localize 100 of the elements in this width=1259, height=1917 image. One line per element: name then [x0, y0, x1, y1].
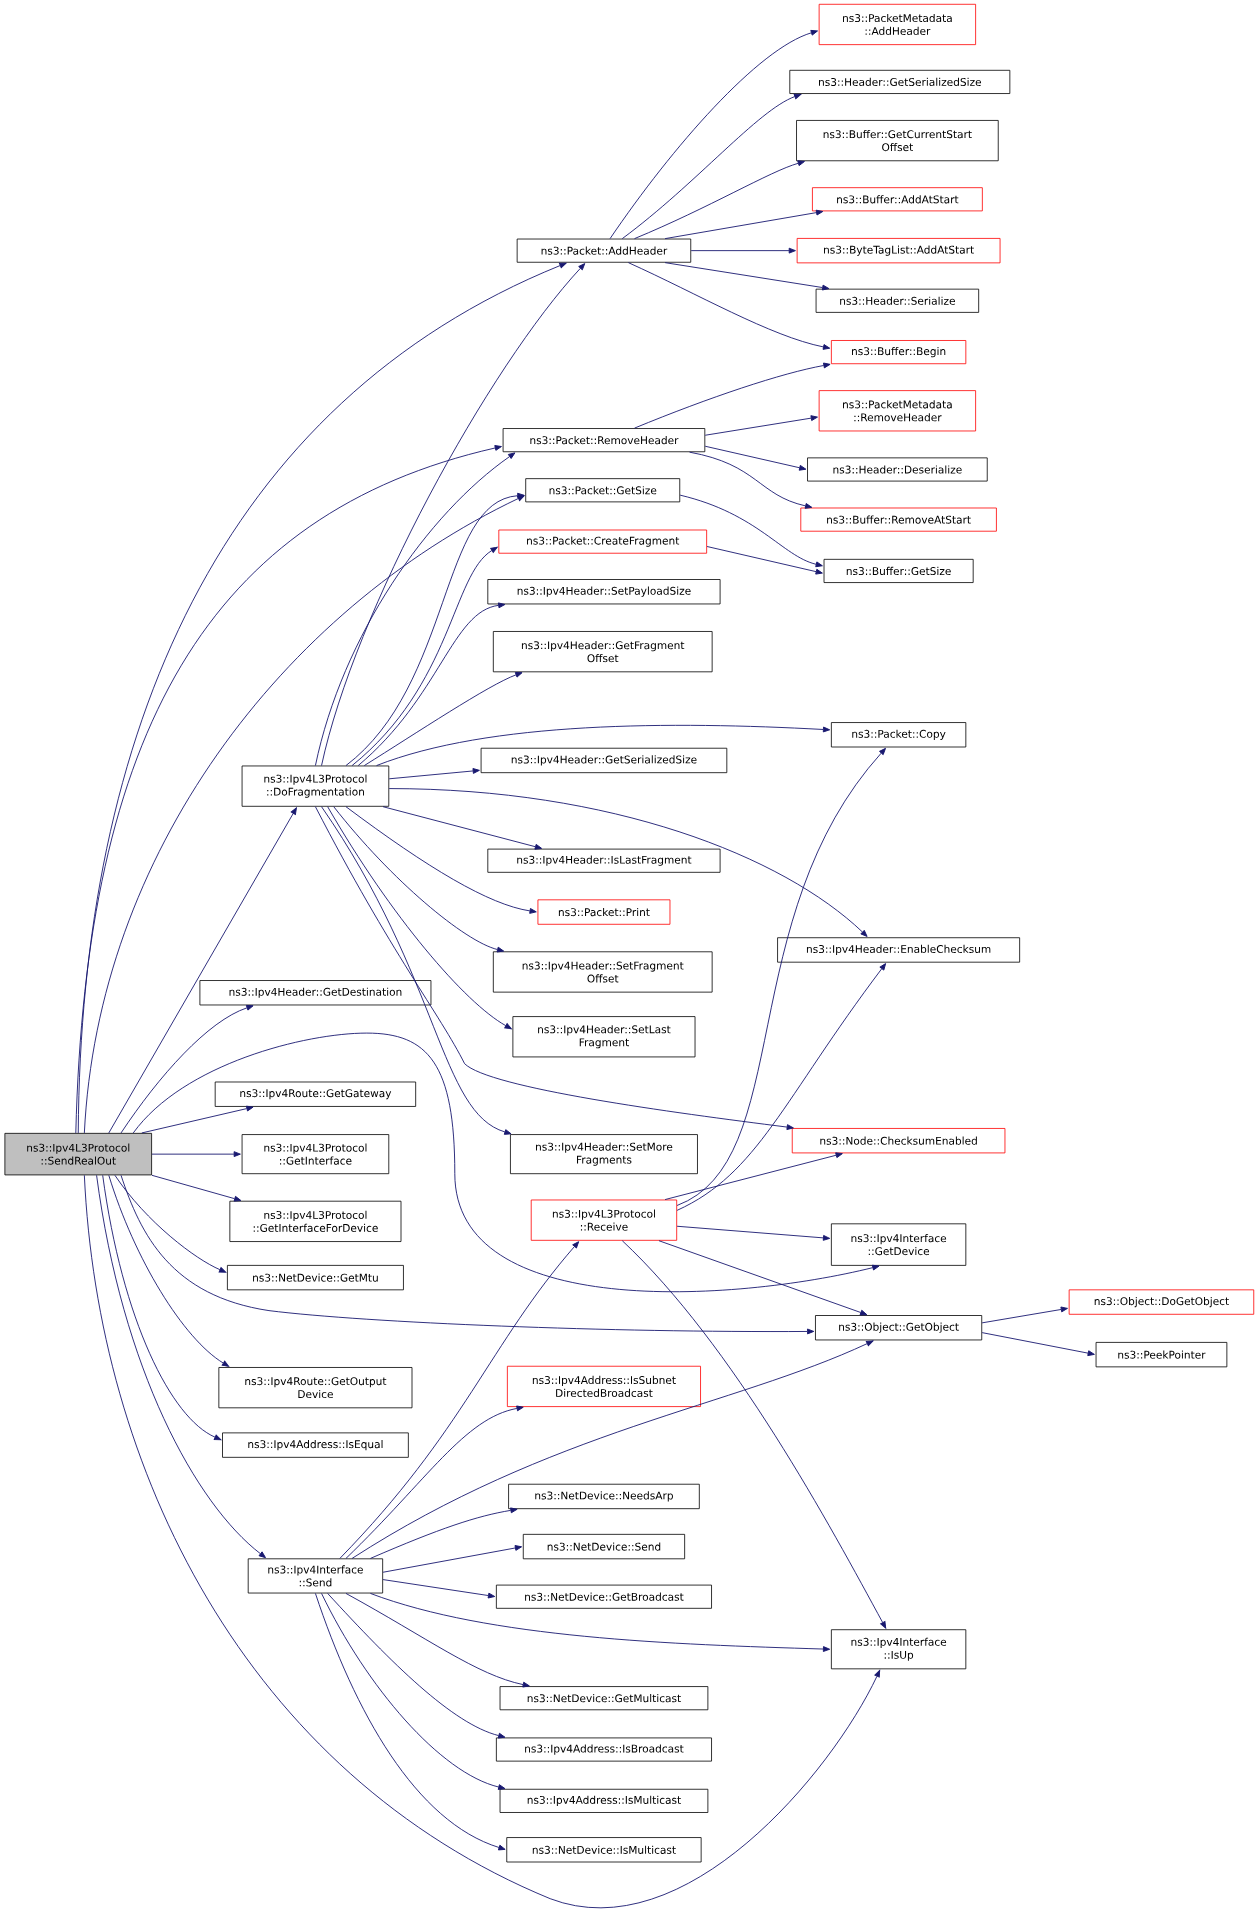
arrow — [351, 546, 498, 766]
function-box: ns3::Ipv4Header::SetLast Fragment — [512, 1016, 696, 1058]
arrow — [679, 494, 823, 568]
arrow — [132, 1032, 880, 1292]
arrow — [388, 768, 480, 780]
arrow — [609, 29, 818, 240]
arrow — [676, 1225, 830, 1241]
arrow — [314, 1593, 506, 1851]
function-box: ns3::Ipv4Header::GetSerializedSize — [480, 747, 728, 774]
arrow — [981, 1306, 1068, 1324]
function-box: ns3::Ipv4Header::SetMore Fragments — [509, 1134, 698, 1175]
arrow — [382, 1545, 522, 1573]
arrow — [96, 1174, 266, 1559]
arrow — [83, 1174, 881, 1908]
arrow — [363, 672, 523, 766]
arrow — [981, 1332, 1095, 1357]
arrow — [120, 1004, 254, 1134]
function-box: ns3::Ipv4Route::GetGateway — [214, 1081, 416, 1107]
function-box: ns3::Object::GetObject — [814, 1315, 982, 1341]
function-box: ns3::Packet::Copy — [830, 722, 967, 748]
arrow — [664, 1152, 843, 1200]
arrow — [320, 806, 512, 1135]
arrow — [345, 1593, 530, 1688]
function-box: ns3::Header::GetSerializedSize — [789, 69, 1011, 94]
function-box: ns3::Header::Serialize — [815, 288, 979, 313]
arrow — [382, 1579, 496, 1599]
arrow — [688, 451, 813, 509]
function-box: ns3::NetDevice::GetBroadcast — [495, 1584, 712, 1609]
arrow — [108, 1174, 230, 1367]
arrow — [369, 1593, 830, 1652]
arrow — [339, 1241, 579, 1559]
function-box: ns3::Ipv4Header::SetPayloadSize — [487, 579, 721, 605]
function-box: ns3::Object::DoGetObject — [1068, 1289, 1255, 1315]
arrow — [320, 263, 586, 766]
arrow — [376, 724, 830, 766]
function-box: ns3::Packet::Print — [537, 899, 671, 925]
function-box: ns3::Ipv4L3Protocol ::DoFragmentation — [241, 765, 390, 807]
function-box: ns3::Ipv4L3Protocol ::GetInterface — [241, 1134, 390, 1175]
function-box: ns3::Node::ChecksumEnabled — [791, 1128, 1006, 1154]
function-box: ns3::NetDevice::IsMulticast — [506, 1837, 702, 1863]
arrow — [114, 1174, 227, 1273]
arrow — [621, 93, 802, 240]
arrow — [704, 415, 818, 436]
arrow — [102, 1174, 222, 1441]
function-box: ns3::Buffer::Begin — [830, 340, 967, 365]
function-box: ns3::Buffer::RemoveAtStart — [800, 507, 997, 532]
arrow — [658, 1240, 868, 1316]
function-box: ns3::NetDevice::Send — [522, 1533, 685, 1560]
arrow — [664, 209, 824, 240]
function-box: ns3::NetDevice::GetMtu — [226, 1265, 404, 1291]
function-box: ns3::Ipv4Header::IsLastFragment — [487, 848, 721, 873]
arrow — [151, 1151, 241, 1158]
arrow — [357, 602, 506, 766]
function-box: ns3::NetDevice::GetMulticast — [499, 1686, 709, 1711]
function-box: ns3::PacketMetadata ::AddHeader — [818, 3, 976, 46]
arrow — [706, 546, 823, 575]
arrow — [369, 1507, 518, 1559]
arrow — [690, 247, 796, 254]
function-box: ns3::Ipv4L3Protocol ::Receive — [530, 1199, 677, 1241]
function-box: ns3::Ipv4Header::GetDestination — [199, 980, 432, 1006]
arrow — [676, 747, 886, 1206]
function-box: ns3::Ipv4Address::IsEqual — [222, 1432, 409, 1458]
arrow — [333, 806, 504, 953]
function-box: ns3::Ipv4Address::IsMulticast — [499, 1788, 709, 1813]
arrow — [621, 1240, 887, 1629]
function-box: ns3::Ipv4Interface ::Send — [247, 1558, 383, 1594]
function-box: ns3::Ipv4L3Protocol ::GetInterfaceForDevice — [229, 1200, 402, 1242]
arrow — [664, 262, 830, 291]
arrow — [320, 1593, 506, 1790]
function-box: ns3::Ipv4Interface ::IsUp — [830, 1629, 967, 1670]
arrow — [633, 160, 805, 240]
function-box: ns3::Ipv4Header::EnableChecksum — [777, 937, 1020, 963]
function-box: ns3::Packet::GetSize — [525, 478, 681, 503]
arrow — [314, 806, 794, 1130]
arrow — [327, 1593, 506, 1739]
arrow — [388, 788, 868, 937]
arrow — [627, 262, 831, 350]
function-box: ns3::Buffer::AddAtStart — [811, 187, 983, 212]
function-box: ns3::Packet::RemoveHeader — [502, 428, 706, 453]
arrow — [151, 1174, 242, 1202]
function-box: ns3::Ipv4Header::GetFragment Offset — [492, 631, 713, 673]
arrow — [314, 452, 516, 766]
arrow — [345, 806, 537, 914]
arrow — [327, 806, 512, 1030]
function-box: ns3::Ipv4Header::SetFragment Offset — [492, 951, 713, 993]
function-box: ns3::Ipv4Route::GetOutput Device — [218, 1367, 413, 1409]
function-box: ns3::Packet::AddHeader — [516, 238, 692, 263]
function-box: ns3::ByteTagList::AddAtStart — [796, 238, 1001, 264]
function-box: ns3::Buffer::GetSize — [823, 558, 974, 583]
arrow — [77, 262, 567, 1134]
arrow — [351, 1340, 874, 1559]
arrow — [704, 445, 807, 471]
arrow — [108, 807, 297, 1134]
function-box: ns3::Packet::CreateFragment — [498, 529, 707, 554]
arrow — [382, 806, 542, 850]
function-box: ns3::Ipv4Address::IsBroadcast — [495, 1737, 712, 1762]
arrow — [676, 963, 886, 1211]
function-box: ns3::PeekPointer — [1095, 1342, 1228, 1368]
arrow — [141, 1105, 254, 1134]
function-box: ns3::PacketMetadata ::RemoveHeader — [818, 390, 976, 432]
